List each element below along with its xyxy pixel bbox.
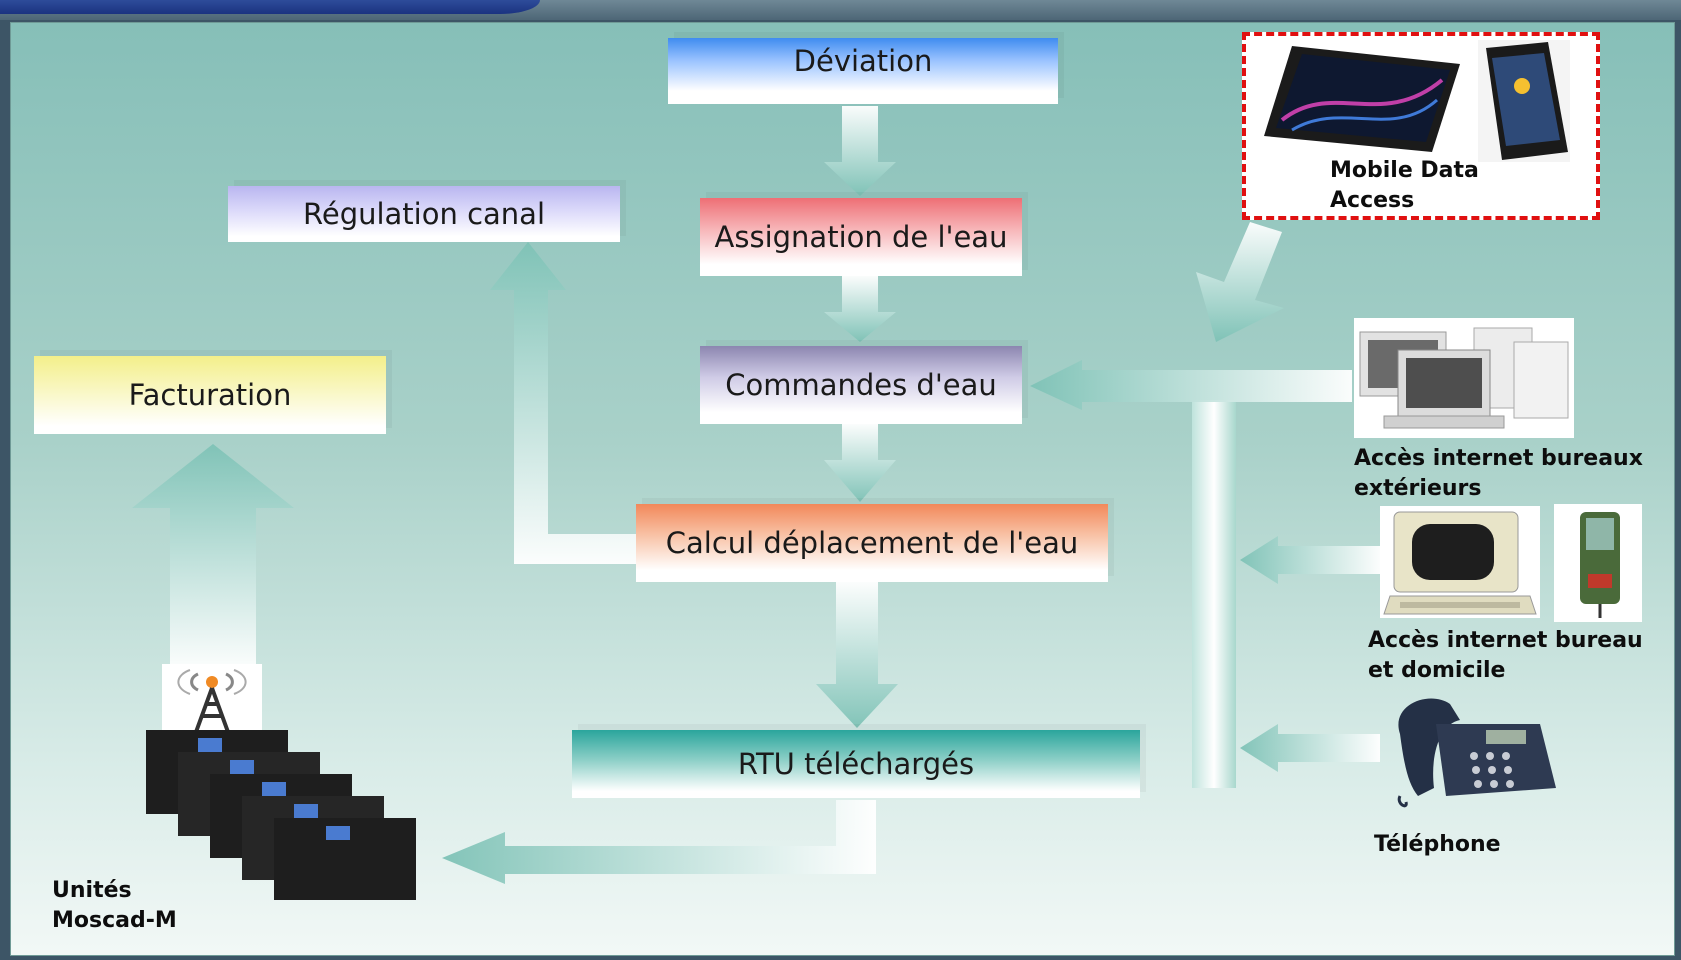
handheld-device-icon	[1554, 504, 1642, 622]
title-tab	[0, 0, 540, 14]
regulation-label: Régulation canal	[303, 197, 545, 231]
arrow-calcul-rtu	[816, 582, 898, 728]
rtu-label: RTU téléchargés	[737, 747, 975, 781]
deviation-label: Déviation	[793, 44, 933, 78]
arrow-deviation-assignation	[824, 106, 896, 196]
bureaux-label-line2: extérieurs	[1354, 476, 1482, 501]
bureaux-label-line1: Accès internet bureaux	[1354, 446, 1643, 471]
arrow-rtu-units	[442, 800, 876, 884]
assignation-label: Assignation de l'eau	[714, 220, 1008, 254]
unites-label-line2: Moscad-M	[52, 908, 177, 933]
arrow-calcul-regulation	[490, 242, 640, 564]
calcul-box: Calcul déplacement de l'eau	[636, 504, 1108, 582]
calcul-label: Calcul déplacement de l'eau	[665, 526, 1079, 560]
arrow-units-facturation	[132, 444, 294, 670]
telephone-label: Téléphone	[1374, 832, 1501, 857]
arrow-mobile-commandes	[1196, 222, 1284, 342]
facturation-box: Facturation	[34, 356, 386, 434]
arrow-bureaux-commandes	[1030, 360, 1352, 410]
arrow-domicile-bus	[1240, 536, 1380, 584]
arrow-telephone-bus	[1240, 724, 1380, 772]
domicile-label-line2: et domicile	[1368, 658, 1506, 683]
deviation-box: Déviation	[668, 38, 1058, 104]
connector-bus	[1192, 400, 1236, 788]
arrow-assignation-commandes	[824, 276, 896, 342]
domicile-label-line1: Accès internet bureau	[1368, 628, 1643, 653]
arrow-commandes-calcul	[824, 424, 896, 502]
bureaux-label: Accès internet bureaux extérieurs	[1354, 444, 1643, 504]
telephone-icon	[1397, 698, 1556, 808]
moscad-units-label: Unités Moscad-M	[52, 876, 177, 936]
tablet-icon	[1264, 46, 1460, 152]
assignation-box: Assignation de l'eau	[700, 198, 1022, 276]
regulation-box: Régulation canal	[228, 186, 620, 242]
rtu-units-icon	[146, 730, 416, 900]
radio-tower-icon	[162, 664, 262, 732]
mobile-label-line1: Mobile Data	[1330, 158, 1479, 183]
commandes-box: Commandes d'eau	[700, 346, 1022, 424]
computer-terminal-icon	[1380, 506, 1540, 618]
rtu-box: RTU téléchargés	[572, 730, 1140, 798]
desktop-computers-icon	[1354, 318, 1574, 438]
mobile-label-line2: Access	[1330, 188, 1415, 213]
smartphone-icon	[1478, 40, 1570, 162]
mobile-data-access-label: Mobile Data Access	[1330, 156, 1479, 216]
commandes-label: Commandes d'eau	[725, 368, 997, 402]
title-bar	[0, 0, 1681, 20]
unites-label-line1: Unités	[52, 878, 132, 903]
facturation-label: Facturation	[128, 378, 292, 412]
domicile-label: Accès internet bureau et domicile	[1368, 626, 1643, 686]
